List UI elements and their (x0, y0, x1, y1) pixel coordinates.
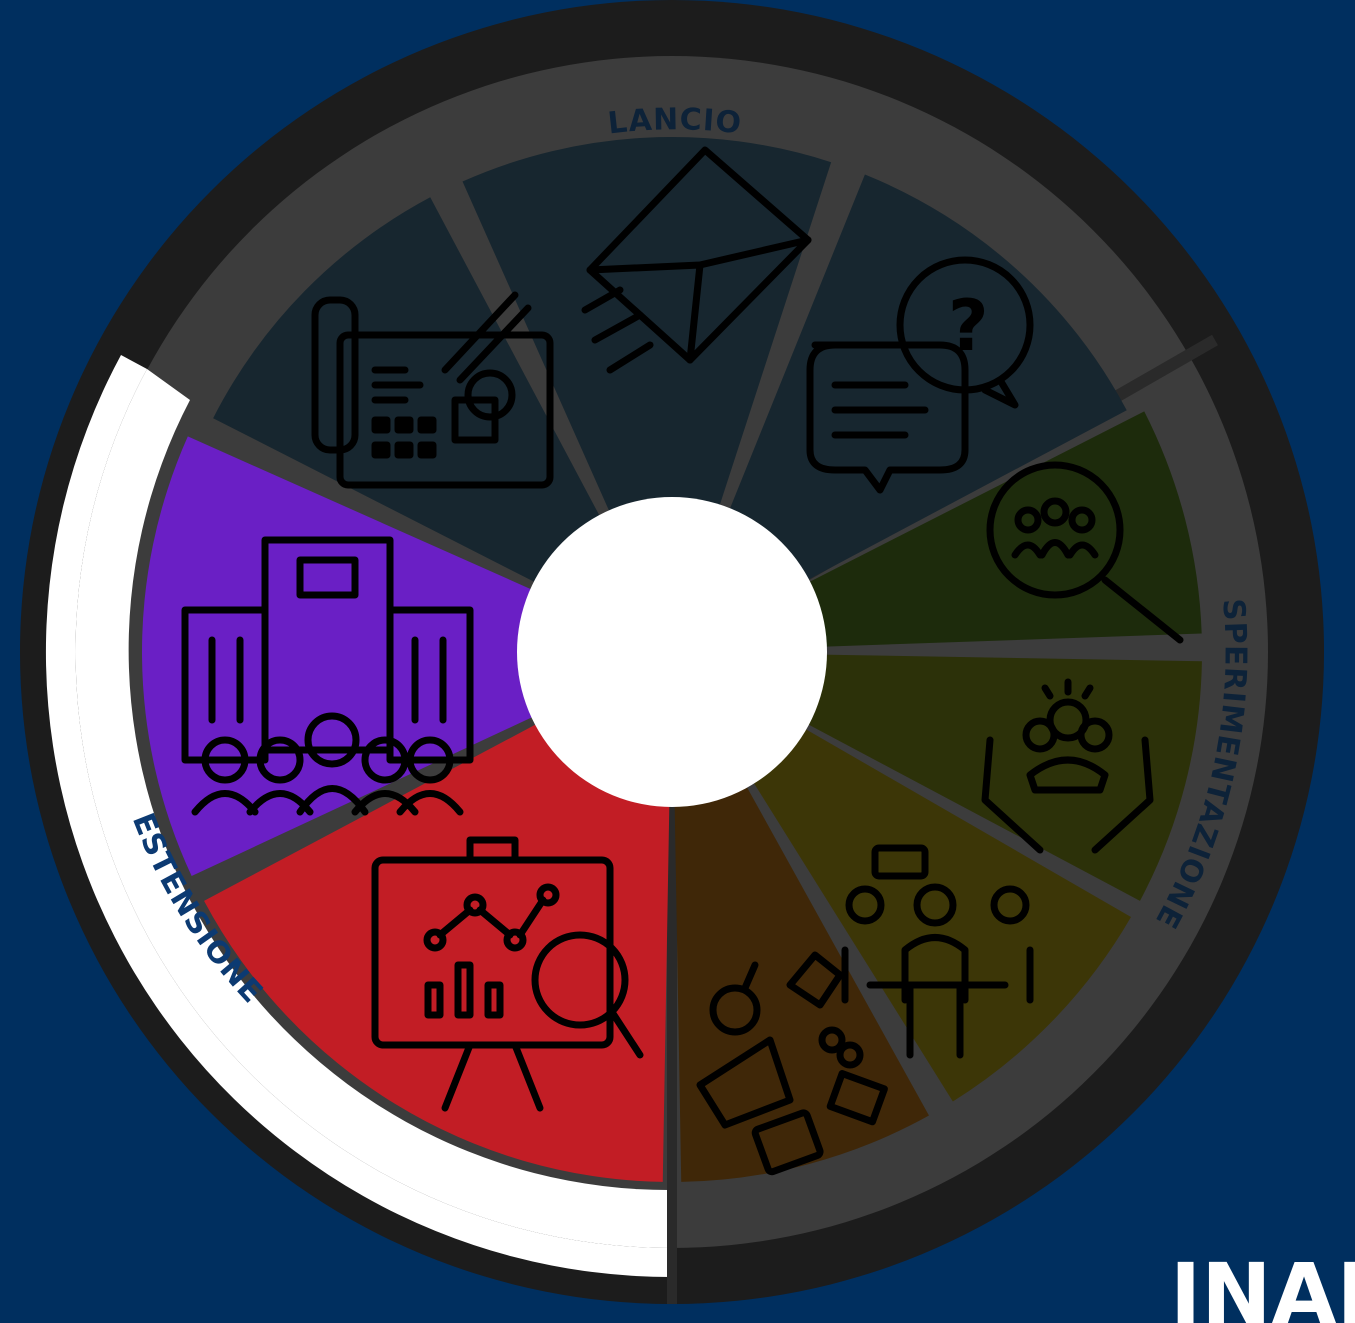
center-hub (517, 497, 827, 807)
chat-question-bubbles-icon: ? (806, 256, 1034, 494)
hands-holding-team-icon (981, 678, 1154, 854)
flying-envelope-icon (581, 146, 812, 374)
estensione-ring-highlight (45, 355, 673, 1278)
phase-label-lancio: LANCIO (606, 102, 744, 141)
segment-estensione-8 (204, 722, 670, 1182)
marketing-megaphone-icon (696, 951, 888, 1176)
segment-sperimentazione-4 (805, 411, 1202, 647)
svg-text:?: ? (948, 285, 989, 367)
analytics-easel-magnifier-icon (371, 836, 644, 1112)
estensione-ring-inner-band (75, 369, 672, 1249)
inail-logo: INAIL (1170, 1245, 1355, 1323)
segment-sperimentazione-6 (751, 727, 1131, 1102)
office-building-people-icon (181, 536, 474, 816)
segment-lancio-2 (462, 136, 832, 515)
logo-text: INAIL (1170, 1245, 1355, 1323)
team-meeting-table-icon (841, 844, 1034, 1059)
phone-document-pencil-icon (311, 291, 554, 489)
group-magnifier-icon (986, 461, 1184, 644)
